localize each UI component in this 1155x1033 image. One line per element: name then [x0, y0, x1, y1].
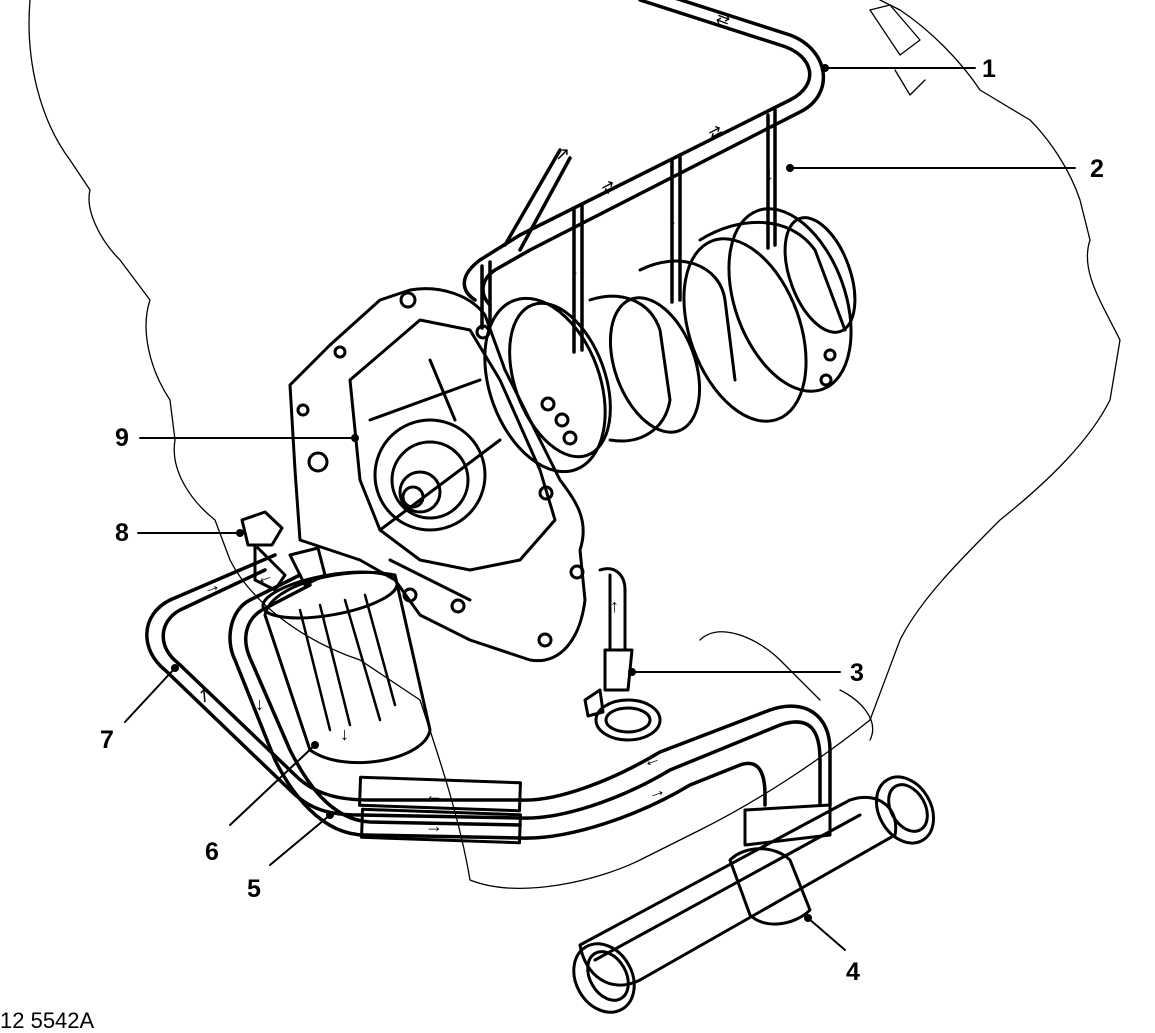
pipe-arrow-top: → — [200, 574, 224, 599]
pipe-arrow-left: ← — [425, 785, 443, 805]
callout-3: 3 — [850, 659, 864, 687]
pipe-arrow-up-right: → — [645, 779, 669, 804]
feed-arrow-4: ↓ — [478, 284, 487, 304]
oil-filter — [261, 570, 432, 765]
callout-8: 8 — [115, 519, 129, 547]
callout-6: 6 — [205, 838, 219, 866]
oil-cooler — [572, 775, 936, 1014]
feed-arrow-1: ↓ — [765, 164, 774, 184]
leader-lines — [124, 67, 1076, 951]
branch-arrow: ↗ — [555, 144, 570, 164]
pipe-arrow-right: → — [425, 816, 443, 836]
pickup-arrow: ↑ — [610, 596, 619, 616]
feed-arrow-3: ↓ — [570, 259, 579, 279]
crankshaft — [483, 207, 857, 474]
feed-arrow-2: ↓ — [668, 209, 677, 229]
callout-1: 1 — [982, 55, 996, 83]
filter-arrow: ↓ — [340, 724, 349, 744]
callout-5: 5 — [247, 875, 261, 903]
callout-7: 7 — [100, 726, 114, 754]
callout-4: 4 — [846, 958, 860, 986]
pipe-arrow-7: ↖ — [192, 683, 216, 708]
pipe-sleeve-upper — [358, 775, 522, 813]
oil-pump-housing — [288, 287, 587, 663]
gallery-arrow-a: ⇄ — [714, 10, 732, 31]
engine-detail-right — [699, 631, 874, 741]
callout-2: 2 — [1090, 155, 1104, 183]
pipe-arrow-down: ↓ — [255, 694, 264, 714]
oil-pickup — [583, 567, 662, 742]
pipe-arrow-down-left: ← — [640, 747, 664, 772]
callout-9: 9 — [115, 424, 129, 452]
engine-detail-top — [869, 4, 926, 96]
pipe-sleeve-lower — [360, 807, 522, 845]
leader-dots — [171, 64, 829, 922]
main-oil-gallery-inner — [481, 0, 826, 307]
oil-pressure-switch — [240, 510, 327, 592]
upper-branch-pipe — [503, 148, 572, 252]
main-oil-gallery-outer — [462, 0, 812, 302]
figure-reference-code: 12 5542A — [0, 1008, 95, 1033]
cooler-feed-pipe — [145, 553, 832, 820]
engine-block-outline — [28, 0, 1121, 889]
